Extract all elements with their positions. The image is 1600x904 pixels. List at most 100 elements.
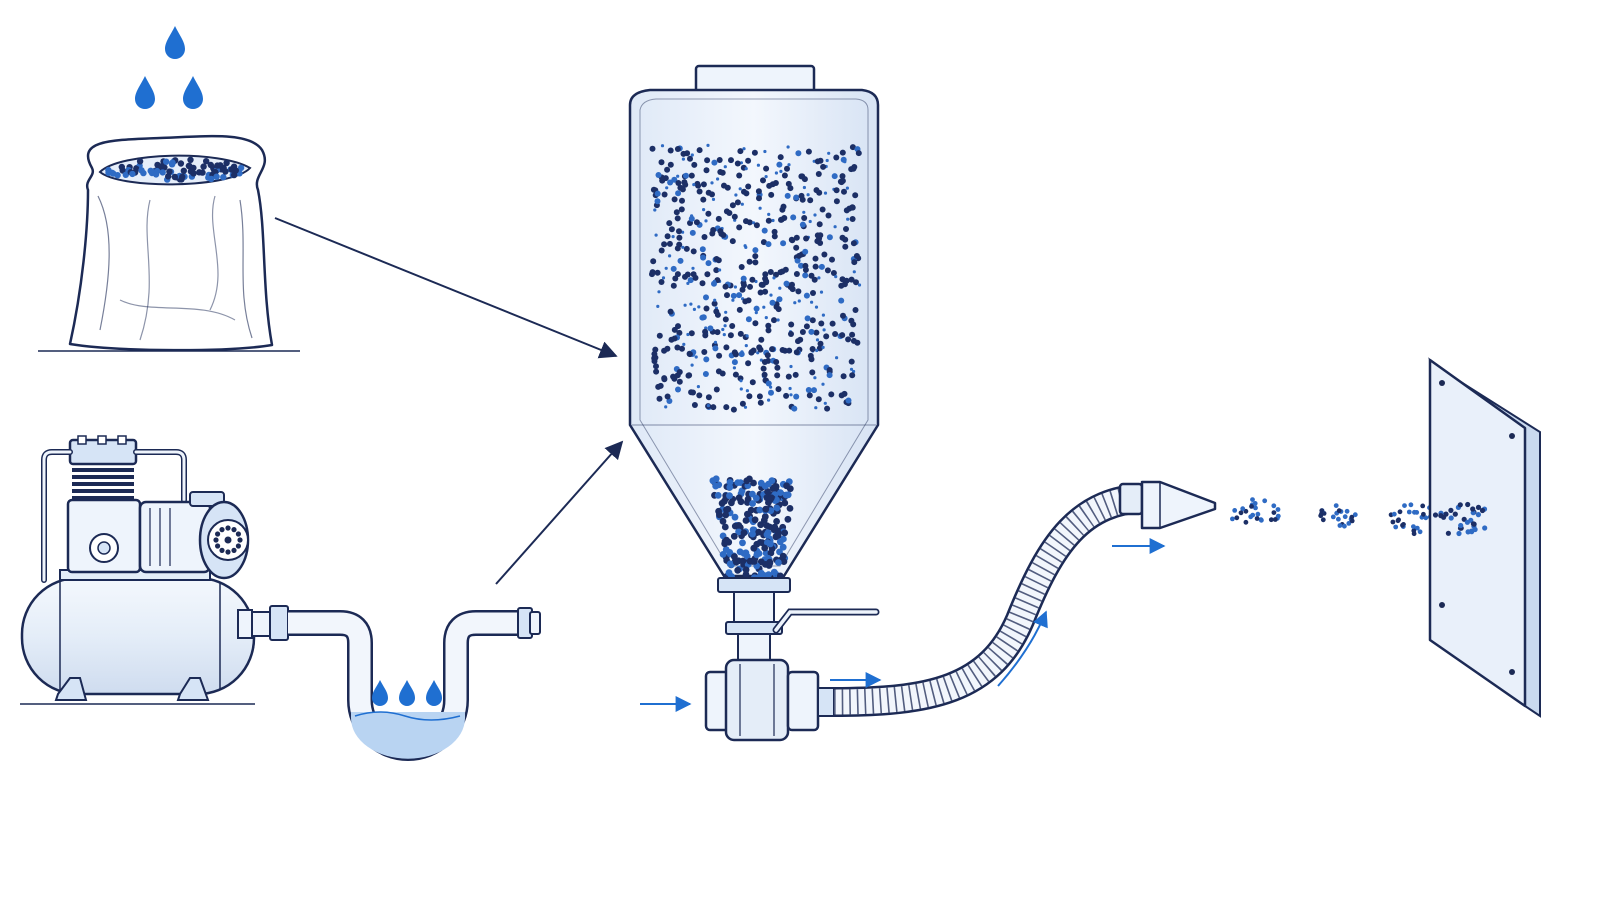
pellet <box>661 347 668 354</box>
pellet <box>676 174 680 178</box>
pellet <box>1259 517 1264 523</box>
pellet <box>734 160 741 167</box>
sack-pellets <box>105 156 245 183</box>
pellet <box>1248 514 1254 520</box>
pellet <box>682 181 689 188</box>
pellet <box>671 375 678 382</box>
pellet <box>716 511 723 519</box>
pellet <box>203 158 210 165</box>
pellet <box>1395 518 1401 524</box>
pellet <box>713 298 717 302</box>
pellet <box>683 172 689 179</box>
pellet <box>713 340 718 344</box>
pellet <box>788 321 795 328</box>
pellet <box>723 536 730 544</box>
pellet <box>1470 506 1476 512</box>
pellet <box>848 317 855 324</box>
pellet <box>675 190 682 197</box>
pellet <box>165 173 172 180</box>
pellet <box>763 522 771 529</box>
pellet <box>658 159 665 166</box>
pellet <box>699 314 706 321</box>
pellet <box>780 558 788 565</box>
pellet <box>849 144 856 151</box>
pellet <box>762 505 770 513</box>
pellet <box>803 292 810 299</box>
pellet <box>739 387 743 391</box>
pellet <box>670 265 677 272</box>
water-drop-icon <box>372 680 388 706</box>
pellet <box>658 279 665 285</box>
pellet <box>842 243 849 250</box>
pellet <box>696 392 703 399</box>
pellet <box>649 145 656 152</box>
pellet <box>783 280 790 287</box>
pellet <box>1272 517 1278 522</box>
pellet <box>684 150 691 157</box>
pellet <box>1318 513 1324 519</box>
pellet <box>1420 503 1426 509</box>
pellet <box>676 234 683 241</box>
pellet <box>767 549 775 557</box>
pellet <box>674 271 681 278</box>
pellet <box>1402 503 1407 508</box>
pellet <box>694 355 698 359</box>
water-drop-icon <box>135 76 155 109</box>
pellet <box>1464 519 1470 525</box>
pellet <box>171 173 178 181</box>
pellet <box>1423 515 1429 521</box>
pellet <box>1390 519 1396 525</box>
pellet <box>776 161 783 168</box>
pellet <box>709 191 715 198</box>
pellet <box>664 405 668 409</box>
pellet <box>1411 524 1416 529</box>
pellet <box>764 316 768 320</box>
pellet <box>1432 512 1439 518</box>
pellet <box>651 358 658 365</box>
pellet <box>1349 514 1355 520</box>
pellet <box>833 154 840 161</box>
moisture-trap <box>288 607 541 761</box>
pellet <box>705 394 712 401</box>
pellet <box>752 247 759 254</box>
pellet <box>688 330 695 337</box>
pellet <box>1397 509 1403 515</box>
pellet <box>840 312 846 319</box>
pellet <box>737 498 745 506</box>
pellet <box>650 186 657 193</box>
pellet <box>105 169 112 176</box>
pellet <box>769 299 776 306</box>
blast-pot-hopper <box>628 64 880 665</box>
pellet <box>824 267 831 274</box>
nozzle <box>1118 480 1217 530</box>
pellet <box>704 157 711 164</box>
pellet <box>838 297 845 304</box>
pellet <box>219 547 225 554</box>
pellet <box>835 356 839 360</box>
pellet <box>653 208 657 212</box>
pellet <box>799 329 806 335</box>
fin <box>72 489 134 493</box>
pellet <box>661 191 668 198</box>
impact-pellets <box>1432 501 1488 537</box>
pellet <box>710 181 714 185</box>
pellet <box>230 163 238 170</box>
pellet <box>700 181 707 188</box>
pellet <box>744 344 748 348</box>
pellet <box>208 175 215 183</box>
pellet <box>719 169 726 176</box>
pellet <box>713 267 720 274</box>
pellet <box>1230 516 1235 522</box>
pellet <box>765 327 772 334</box>
pellet <box>749 500 756 507</box>
pellet <box>742 147 746 151</box>
pellet <box>1232 508 1238 513</box>
pellet <box>786 505 794 512</box>
pellet <box>235 531 241 537</box>
pellet <box>781 499 789 507</box>
pellet <box>744 167 748 171</box>
pellet <box>718 268 722 272</box>
pellet <box>730 406 737 413</box>
pellet <box>793 244 800 251</box>
